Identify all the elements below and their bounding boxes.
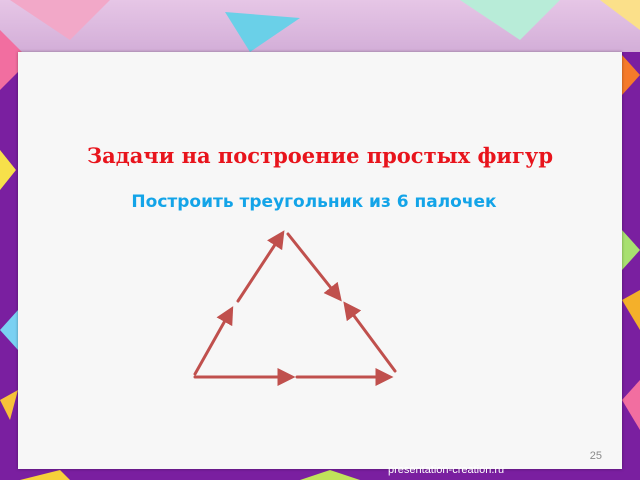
triangle-shape	[0, 150, 16, 190]
slide-panel	[18, 52, 622, 469]
triangle-shape	[10, 0, 110, 40]
triangle-shape	[622, 290, 640, 330]
triangle-shape	[0, 310, 18, 350]
triangle-shape	[622, 55, 640, 95]
triangle-shape	[622, 380, 640, 430]
slide-subtitle: Построить треугольник из 6 палочек	[131, 192, 497, 212]
triangle-shape	[300, 470, 360, 480]
triangle-shape	[460, 0, 560, 40]
triangle-shape	[0, 390, 18, 420]
stick	[286, 232, 342, 302]
triangle-shape	[20, 470, 70, 480]
triangle-shape	[225, 12, 300, 52]
stick	[343, 301, 397, 373]
triangle-shape	[0, 30, 30, 90]
stick	[193, 306, 234, 376]
triangle-shape	[622, 230, 640, 270]
slide-number: 25	[589, 450, 602, 462]
slide-title: Задачи на построение простых фигур	[87, 143, 553, 168]
triangle-shape	[600, 0, 640, 30]
stick	[236, 230, 285, 303]
footer-credit: presentation-creation.ru	[388, 464, 505, 476]
